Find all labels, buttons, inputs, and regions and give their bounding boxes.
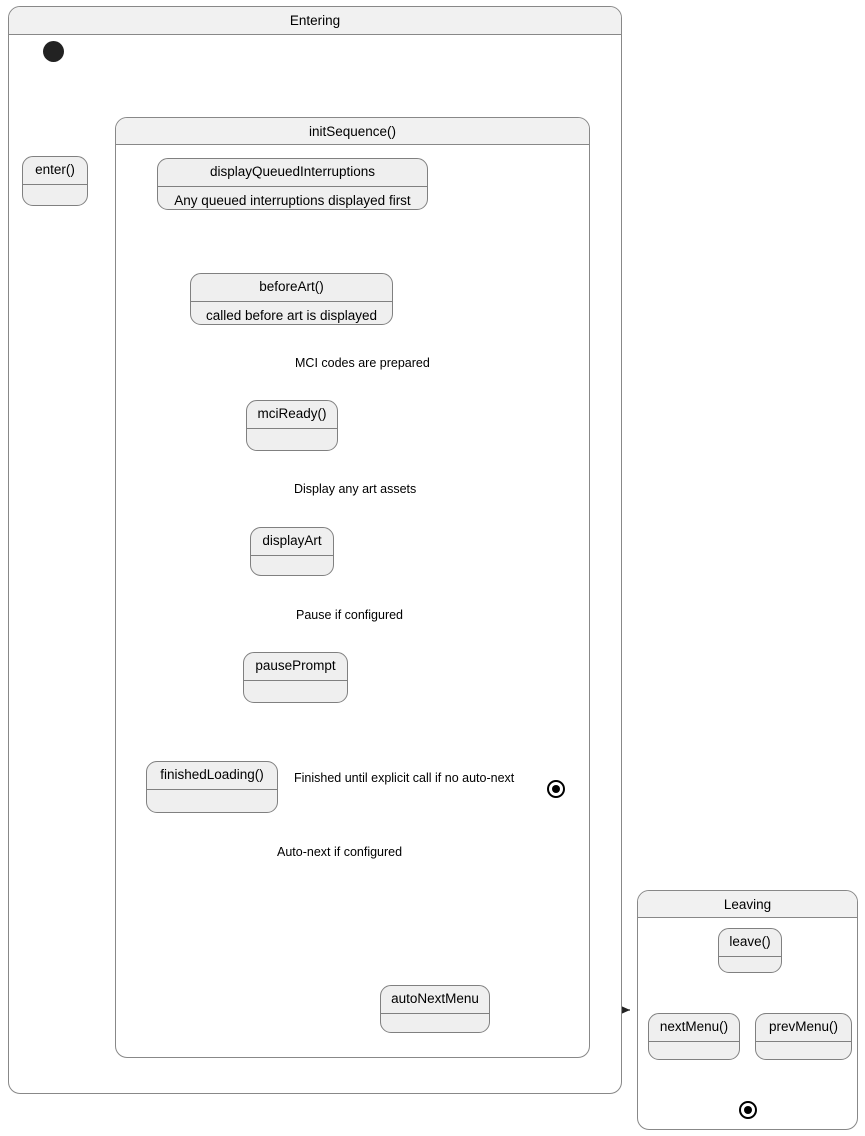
- composite-header-leaving: Leaving: [638, 891, 857, 918]
- composite-title-initsequence: initSequence(): [308, 123, 397, 139]
- state-finished-loading[interactable]: finishedLoading(): [146, 761, 278, 813]
- state-desc-pause-prompt: [244, 681, 347, 703]
- composite-state-leaving[interactable]: Leaving: [637, 890, 858, 1130]
- state-enter[interactable]: enter(): [22, 156, 88, 206]
- state-desc-finished-loading: [147, 790, 277, 813]
- state-desc-auto-next-menu: [381, 1014, 489, 1033]
- state-leave[interactable]: leave(): [718, 928, 782, 973]
- state-title-pause-prompt: pausePrompt: [244, 653, 347, 681]
- state-auto-next-menu[interactable]: autoNextMenu: [380, 985, 490, 1033]
- state-pause-prompt[interactable]: pausePrompt: [243, 652, 348, 703]
- composite-header-entering: Entering: [9, 7, 621, 35]
- edge-label-display-art: Display any art assets: [294, 482, 417, 496]
- edge-label-finished-explicit-call: Finished until explicit call if no auto-…: [294, 771, 515, 785]
- state-title-mci-ready: mciReady(): [247, 401, 337, 429]
- state-desc-prev-menu: [756, 1042, 851, 1060]
- state-desc-display-queued-interruptions: Any queued interruptions displayed first: [174, 192, 411, 208]
- composite-title-entering: Entering: [289, 13, 341, 28]
- final-state-node-entering[interactable]: [547, 780, 565, 798]
- state-title-enter: enter(): [23, 157, 87, 185]
- state-display-queued-interruptions[interactable]: displayQueuedInterruptions Any queued in…: [157, 158, 428, 210]
- final-state-node-leaving[interactable]: [739, 1101, 757, 1119]
- state-title-finished-loading: finishedLoading(): [147, 762, 277, 790]
- state-desc-display-art: [251, 556, 333, 576]
- composite-state-initsequence[interactable]: initSequence(): [115, 117, 590, 1058]
- state-mci-ready[interactable]: mciReady(): [246, 400, 338, 451]
- state-title-display-queued-interruptions: displayQueuedInterruptions: [158, 159, 427, 187]
- state-desc-mci-ready: [247, 429, 337, 451]
- edge-label-auto-next-configured: Auto-next if configured: [277, 845, 403, 859]
- state-desc-before-art: called before art is displayed: [205, 307, 378, 323]
- state-title-prev-menu: prevMenu(): [756, 1014, 851, 1042]
- state-title-leave: leave(): [719, 929, 781, 957]
- state-display-art[interactable]: displayArt: [250, 527, 334, 576]
- state-title-next-menu: nextMenu(): [649, 1014, 739, 1042]
- edge-label-pause-configured: Pause if configured: [296, 608, 404, 622]
- state-desc-next-menu: [649, 1042, 739, 1060]
- state-desc-leave: [719, 957, 781, 973]
- composite-header-initsequence: initSequence(): [116, 118, 589, 145]
- edge-label-mci-prepared: MCI codes are prepared: [295, 356, 430, 370]
- state-before-art[interactable]: beforeArt() called before art is display…: [190, 273, 393, 325]
- initial-state-node[interactable]: [43, 41, 64, 62]
- state-title-display-art: displayArt: [251, 528, 333, 556]
- state-title-before-art: beforeArt(): [191, 274, 392, 302]
- state-title-auto-next-menu: autoNextMenu: [381, 986, 489, 1014]
- composite-title-leaving: Leaving: [723, 896, 772, 912]
- state-prev-menu[interactable]: prevMenu(): [755, 1013, 852, 1060]
- state-desc-enter: [23, 185, 87, 206]
- state-next-menu[interactable]: nextMenu(): [648, 1013, 740, 1060]
